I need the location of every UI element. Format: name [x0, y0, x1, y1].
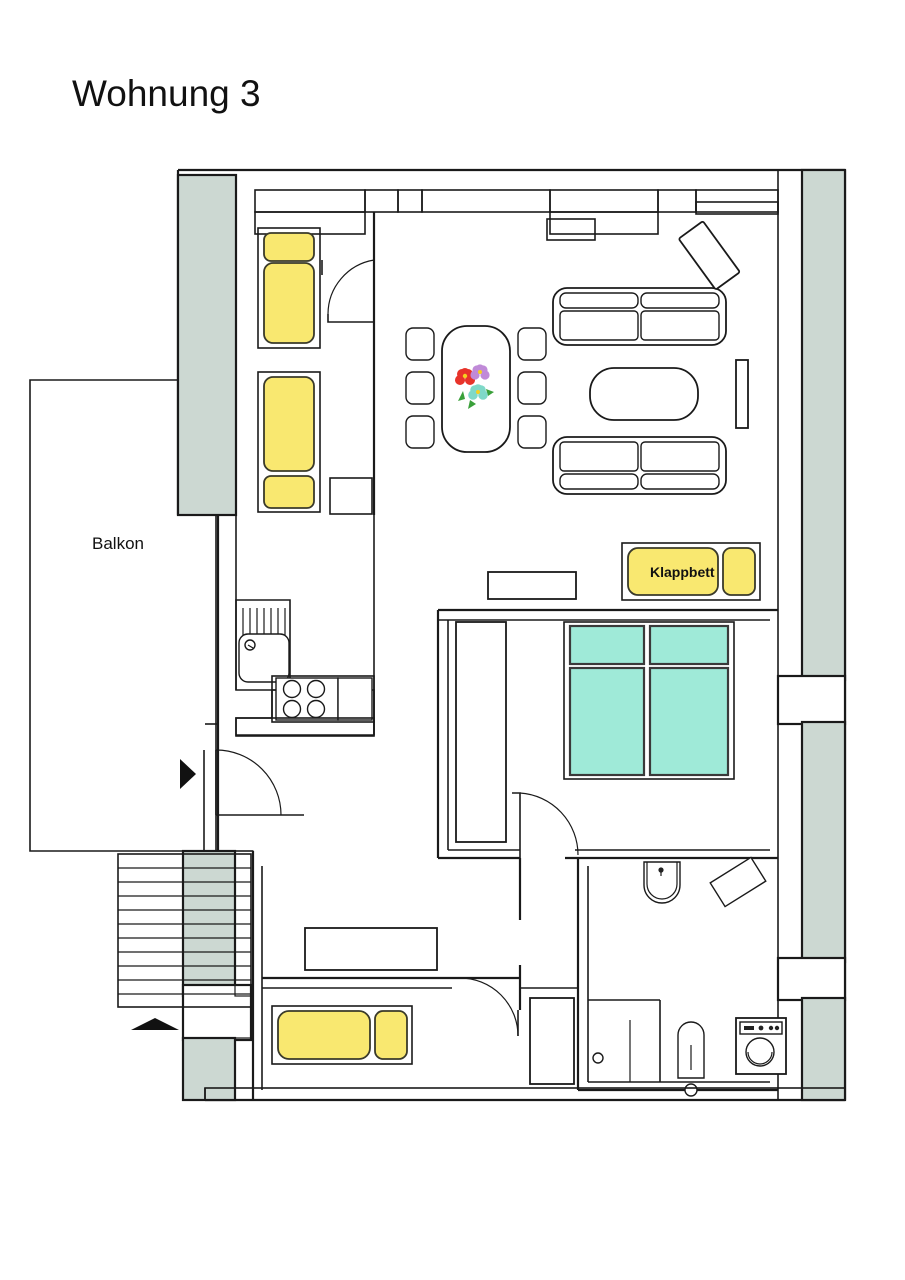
- kitchen-stove: [275, 677, 373, 721]
- wall-column-right: [776, 168, 847, 1102]
- single-bed-upper: [257, 227, 321, 349]
- wall-column-left-lower: [181, 849, 254, 1102]
- bathtub: [588, 999, 661, 1082]
- standing-lamp: [735, 359, 749, 429]
- entry-direction-arrow: [180, 759, 196, 789]
- stair-direction-arrow-up: [131, 1018, 179, 1030]
- klappbett-living: Klappbett: [621, 542, 761, 601]
- bathroom-sink: [643, 861, 681, 904]
- balcony-label: Balkon: [92, 534, 144, 553]
- wall-column-left-upper: [176, 173, 238, 517]
- klappbett-label: Klappbett: [650, 564, 715, 580]
- page-title: Wohnung 3: [72, 73, 261, 114]
- flower-bouquet-icon: [455, 364, 494, 409]
- sofa-top: [552, 287, 727, 346]
- windows-top-wall: [254, 189, 779, 241]
- sideboard-bedroom2: [304, 927, 438, 971]
- closet-bedroom2: [529, 997, 575, 1085]
- entrance-door: [203, 749, 304, 851]
- bathroom: [588, 856, 787, 1097]
- kitchen-sink: [238, 633, 290, 683]
- kitchen: [235, 599, 375, 737]
- wardrobe-bedroom: [455, 621, 507, 843]
- dining-chairs-left: [405, 327, 435, 449]
- toilet: [677, 1021, 705, 1097]
- double-bed: [563, 621, 735, 780]
- door-swing-upper: [327, 259, 375, 323]
- nightstand: [329, 477, 373, 515]
- single-bed-lower: [257, 371, 321, 513]
- coffee-table: [589, 367, 699, 421]
- staircase: [117, 853, 252, 1008]
- tv-shelf: [678, 220, 741, 290]
- sofa-bottom: [552, 436, 727, 495]
- interior-walls: [205, 212, 778, 1100]
- window-bottom-wall: [204, 1087, 846, 1101]
- dining-area: [405, 325, 547, 453]
- door-swing-bedroom: [512, 792, 579, 858]
- dining-chairs-right: [517, 327, 547, 449]
- washing-machine: [735, 1017, 787, 1075]
- towel-rack: [709, 856, 767, 908]
- sideboard-hall: [487, 571, 577, 600]
- klappbett-bedroom2: [271, 1005, 413, 1065]
- door-swing-bedroom2: [459, 977, 519, 1037]
